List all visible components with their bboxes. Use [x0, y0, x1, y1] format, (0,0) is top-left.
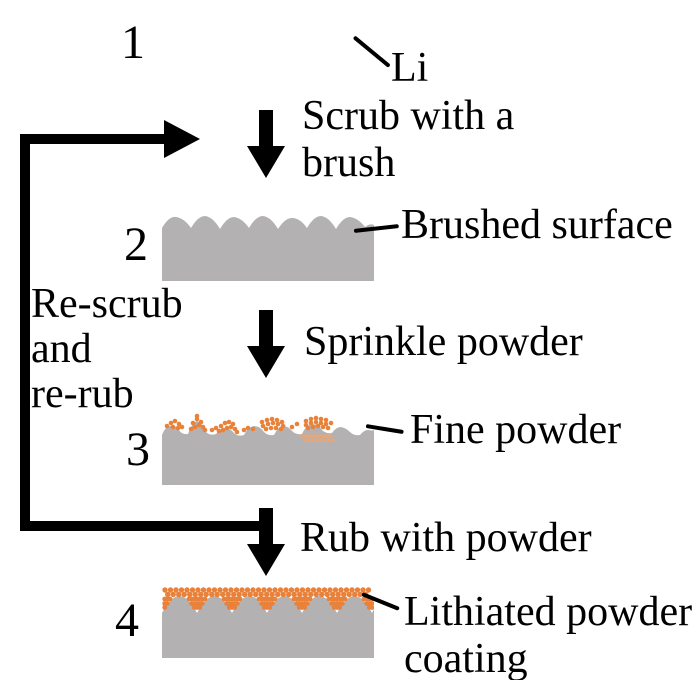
loop-label: Re-scrub and re-rub — [31, 282, 183, 417]
step-2-substrate — [162, 216, 374, 281]
arrow-shaft — [259, 110, 273, 146]
action-scrub-label: Scrub with a brush — [302, 93, 514, 187]
step-3-label: Fine powder — [410, 407, 622, 453]
arrow-head — [247, 346, 285, 378]
arrow-head — [247, 146, 285, 178]
brushed-surface-shape — [162, 216, 374, 281]
step-1-label: Li — [391, 45, 429, 91]
step-3-substrate — [162, 413, 374, 485]
loop-label-line2: and — [31, 326, 92, 372]
step-4-label-line1: Lithiated powder — [404, 589, 693, 635]
loop-arrow-vertical-bar — [20, 134, 30, 531]
arrowhead-right-icon — [164, 120, 200, 158]
loop-arrow-top-bar — [20, 134, 166, 144]
brushed-surface-shape — [162, 596, 374, 658]
action-sprinkle-label: Sprinkle powder — [304, 319, 583, 365]
step-2-number: 2 — [124, 218, 148, 271]
loop-label-line3: re-rub — [31, 371, 134, 417]
down-arrow-icon-scrub — [247, 110, 285, 178]
loop-label-line1: Re-scrub — [31, 281, 183, 327]
down-arrow-icon-sprinkle — [247, 310, 285, 378]
step-4-substrate — [162, 587, 374, 658]
powder-coating-dots — [162, 587, 374, 610]
step-2-label: Brushed surface — [401, 202, 673, 248]
step-4-number: 4 — [115, 594, 139, 647]
action-scrub-line1: Scrub with a — [302, 93, 515, 139]
arrow-shaft — [259, 310, 273, 346]
arrow-shaft — [259, 508, 273, 544]
fine-powder-dots — [164, 413, 334, 435]
fine-powder-dash-dots — [300, 434, 335, 442]
step-1-substrate — [163, 13, 371, 86]
loop-arrow-bottom-bar — [20, 521, 266, 531]
brushed-surface-shape — [162, 421, 374, 485]
step-1-number: 1 — [121, 16, 145, 69]
step-4-label: Lithiated powder coating — [404, 589, 692, 680]
down-arrow-icon-rub — [247, 508, 285, 576]
action-rub-label: Rub with powder — [300, 515, 592, 561]
step-3-number: 3 — [126, 423, 150, 476]
action-scrub-line2: brush — [302, 140, 396, 186]
step-4-label-line2: coating — [404, 636, 528, 680]
arrow-head — [247, 544, 285, 576]
